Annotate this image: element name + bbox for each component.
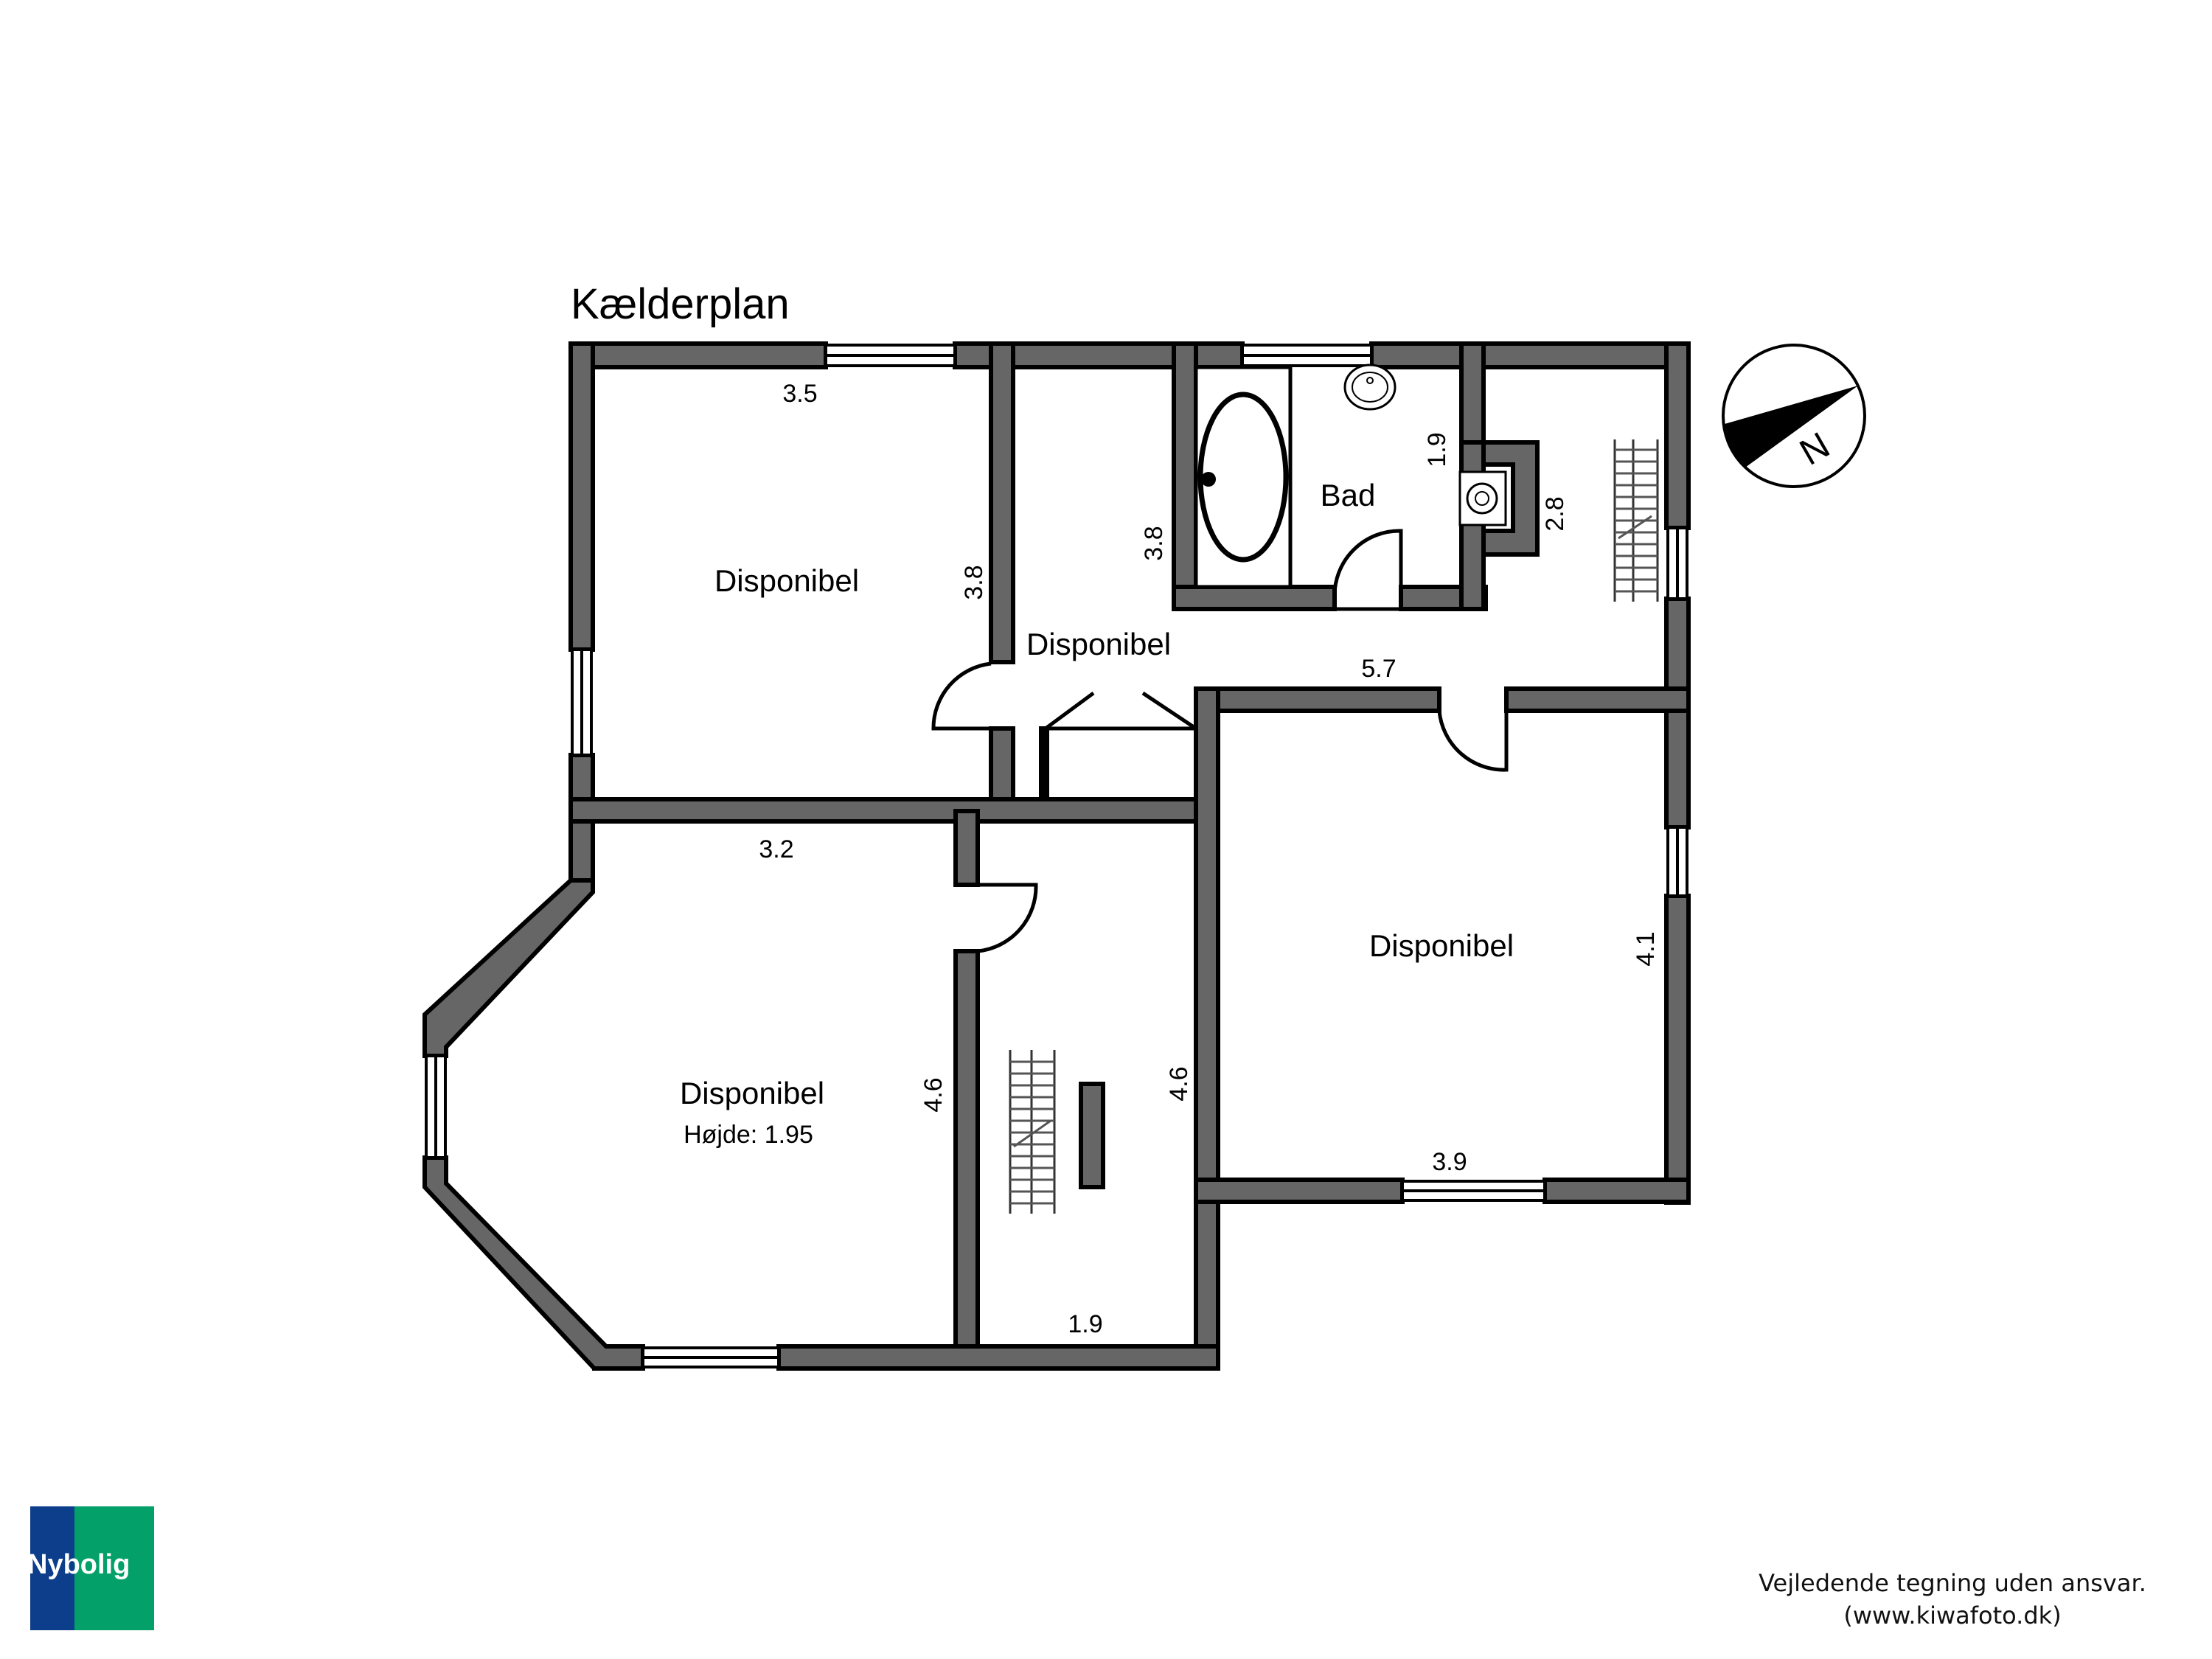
- wall-stair-left-1: [953, 809, 980, 887]
- window-bay: [425, 1054, 447, 1159]
- window-bottom-2: [1401, 1180, 1546, 1202]
- closet-wall: [1039, 726, 1049, 801]
- room-labels: Disponibel Disponibel Bad Disponibel Høj…: [680, 478, 1514, 1149]
- stairs-right-icon: [1613, 439, 1659, 602]
- room-label-hallway: Disponibel: [1026, 627, 1171, 661]
- wall-hall-bottom-2: [1504, 686, 1691, 713]
- disclaimer: Vejledende tegning uden ansvar. (www.kiw…: [1731, 1567, 2174, 1632]
- logo-text: Nybolig: [27, 1549, 131, 1580]
- dim-stair-room-width: 1.9: [1068, 1310, 1102, 1338]
- room-label-top-left: Disponibel: [714, 563, 859, 598]
- room-note-height: Højde: 1.95: [684, 1121, 813, 1149]
- dimensions: 3.5 3.8 3.8 5.7 1.9 2.8 3.2 4.6 1.9 4.6 …: [759, 380, 1660, 1338]
- dim-top-left-width: 3.5: [782, 380, 817, 408]
- wall-divider-1: [989, 341, 1015, 664]
- room-label-bathroom: Bad: [1321, 478, 1376, 512]
- wall-top-1: [568, 341, 828, 369]
- wall-hall-bottom-1: [1194, 686, 1441, 713]
- window-bottom-1: [641, 1346, 780, 1368]
- dim-hallway-depth: 3.8: [1140, 526, 1168, 560]
- wall-bath-left: [1172, 341, 1198, 611]
- window-top-1: [824, 344, 956, 367]
- stairs-left-icon: [1009, 1050, 1056, 1214]
- dim-bath-width: 1.9: [1423, 432, 1451, 467]
- window-top-2: [1241, 344, 1373, 367]
- wall-right-1: [1664, 341, 1691, 530]
- nybolig-logo: Nybolig: [27, 1506, 154, 1630]
- north-arrow-icon: N: [1722, 344, 1866, 488]
- dim-right-depth: 4.1: [1632, 931, 1660, 966]
- dim-bottom-left-depth: 4.6: [919, 1077, 947, 1112]
- dim-right-width: 3.9: [1432, 1148, 1467, 1176]
- disclaimer-line-2: (www.kiwafoto.dk): [1843, 1601, 2062, 1630]
- wall-bay-upper: [422, 878, 595, 1058]
- disclaimer-line-1: Vejledende tegning uden ansvar.: [1759, 1569, 2146, 1597]
- wall-right-3: [1664, 894, 1691, 1205]
- walls: [422, 341, 1691, 1371]
- dim-bottom-left-width: 3.2: [759, 835, 793, 863]
- window-right-1: [1666, 526, 1688, 600]
- wall-right-room-left: [1194, 686, 1220, 1371]
- fixtures: [1009, 364, 1659, 1214]
- wall-stair-left-2: [953, 949, 980, 1371]
- door-right-room: [1437, 710, 1509, 772]
- wall-left-1: [568, 341, 595, 652]
- logo-green-block: [74, 1506, 154, 1630]
- drain-icon: [1201, 472, 1216, 487]
- bathtub-icon: [1197, 392, 1289, 563]
- dim-top-left-depth: 3.8: [960, 565, 988, 599]
- wall-mid-horizontal: [568, 797, 1200, 824]
- wall-bottom-2: [776, 1344, 1220, 1371]
- wall-bay-lower: [422, 1155, 645, 1371]
- windows: [425, 344, 1688, 1368]
- window-left-1: [571, 648, 593, 757]
- door-bath: [1332, 529, 1403, 611]
- wall-top-3: [1369, 341, 1691, 369]
- room-label-right: Disponibel: [1369, 928, 1514, 963]
- window-right-2: [1666, 826, 1688, 897]
- door-stair-room: [977, 883, 1038, 953]
- doors: [931, 529, 1509, 953]
- dim-hallway-length: 5.7: [1361, 655, 1396, 683]
- door-closet: [1044, 691, 1197, 731]
- dim-stair-room-depth: 4.6: [1165, 1066, 1193, 1101]
- dim-bath-depth: 2.8: [1541, 496, 1569, 531]
- wall-right-bottom-2: [1543, 1178, 1691, 1204]
- stair-pillar: [1079, 1082, 1105, 1189]
- room-label-bottom-left: Disponibel: [680, 1076, 824, 1110]
- wall-bath-bottom-1: [1172, 585, 1337, 611]
- door-top-left: [931, 661, 992, 731]
- wall-right-bottom-1: [1194, 1178, 1405, 1204]
- logo-blue-block: [30, 1506, 74, 1630]
- plan-title: Kælderplan: [571, 280, 790, 328]
